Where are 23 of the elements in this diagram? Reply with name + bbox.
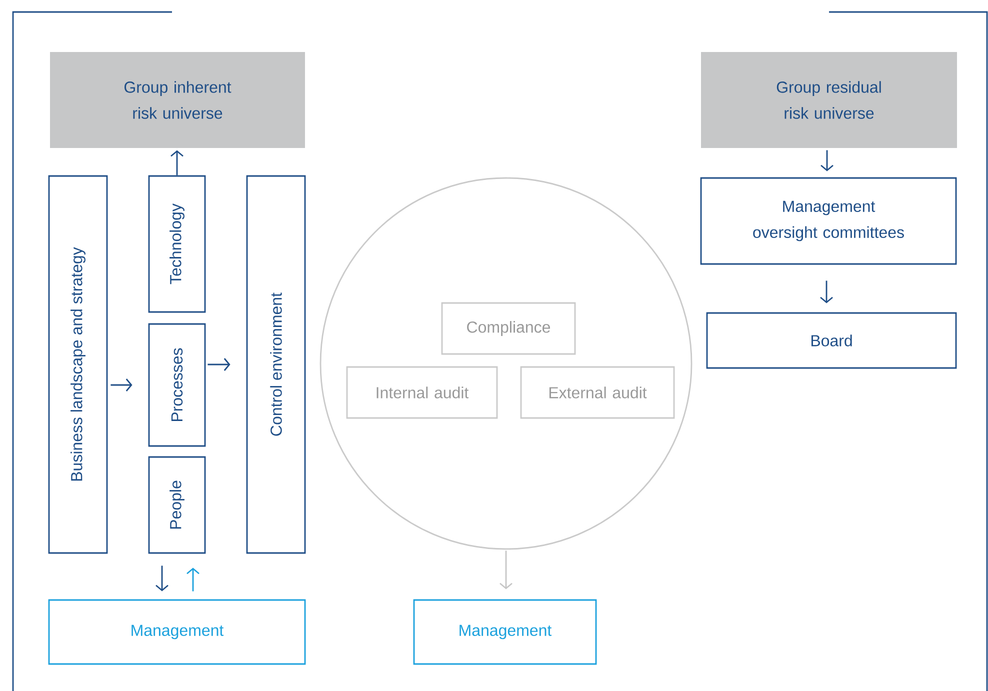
risk-universe-box: Group residual risk universe xyxy=(701,52,957,148)
arrow xyxy=(500,550,512,590)
management-box: Management xyxy=(48,599,306,665)
process-box: Control environment xyxy=(246,175,306,554)
process-box: Processes xyxy=(148,323,206,447)
assurance-box: Compliance xyxy=(441,302,576,355)
assurance-box: External audit xyxy=(520,366,675,419)
process-box: People xyxy=(148,456,206,554)
arrow xyxy=(820,280,833,304)
management-box: Management xyxy=(413,599,597,665)
process-box: Technology xyxy=(148,175,206,313)
oversight-circle xyxy=(320,177,692,550)
arrow xyxy=(156,566,168,592)
process-box: Board xyxy=(706,312,957,369)
risk-universe-box: Group inherent risk universe xyxy=(50,52,305,148)
arrow xyxy=(820,150,834,172)
assurance-box: Internal audit xyxy=(346,366,498,419)
arrow xyxy=(186,568,200,592)
process-box: Business landscape and strategy xyxy=(48,175,108,554)
process-box: Management oversight committees xyxy=(700,177,957,265)
arrow xyxy=(170,150,184,176)
arrow xyxy=(208,358,230,371)
arrow xyxy=(110,378,132,392)
